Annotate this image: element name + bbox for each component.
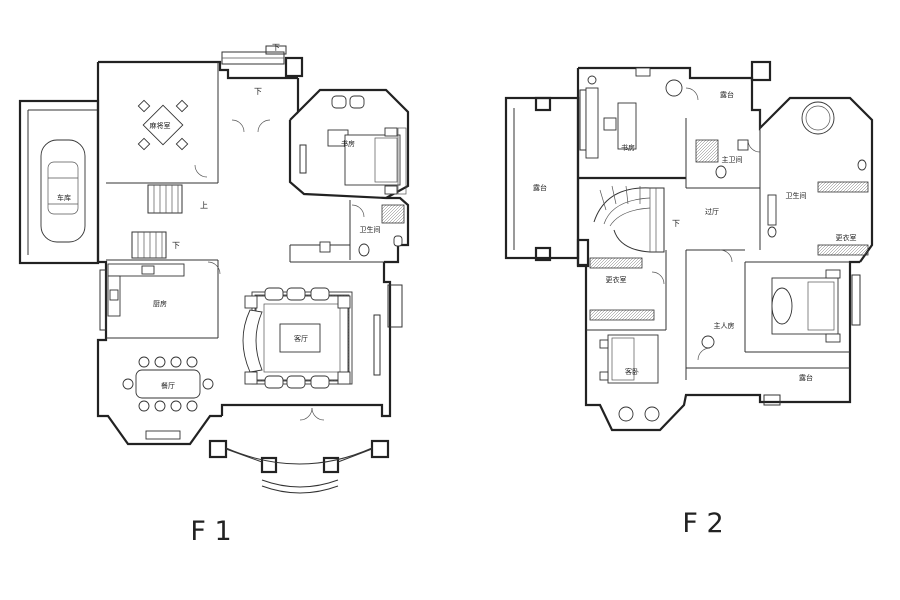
- f2-balcony-bottom-label: 露台: [799, 373, 813, 382]
- front-porch: [208, 439, 390, 494]
- f2-guest-room: 客卧: [599, 334, 660, 422]
- f2-master-bedroom: 主人房: [701, 269, 841, 349]
- f2-bath-label: 卫生间: [786, 191, 807, 200]
- f2-master-bath-label: 主卫间: [722, 155, 743, 164]
- floor-2-walls: [576, 60, 874, 432]
- living-label: 客厅: [294, 334, 308, 343]
- f2-balcony-top-label: 露台: [720, 90, 734, 99]
- car-icon: [40, 139, 86, 243]
- f2-master-bed-label: 主人房: [714, 321, 735, 330]
- f1-bathroom: 卫生间: [319, 204, 405, 257]
- f1-top-down-label-2: 下: [272, 43, 280, 52]
- floor-1-label: F 1: [190, 516, 231, 547]
- kitchen-label: 厨房: [153, 299, 167, 308]
- mahjong-room-label: 麻将室: [150, 121, 171, 130]
- floor-2-plan: 露台: [504, 60, 874, 539]
- f2-bathroom: 卫生间: [767, 101, 867, 238]
- f2-cloak-label: 更衣室: [836, 233, 857, 242]
- f2-terrace: 露台: [504, 96, 580, 262]
- f2-master-bath: 主卫间: [695, 139, 749, 179]
- f2-guest-label: 客卧: [625, 367, 639, 376]
- floor-2-label: F 2: [682, 508, 723, 539]
- floor-1-plan: 车库: [18, 43, 410, 547]
- f1-study-label: 书房: [341, 139, 355, 148]
- garage-label: 车库: [57, 193, 71, 202]
- f2-hall-label: 过厅: [705, 207, 719, 216]
- kitchen: 厨房: [107, 263, 185, 317]
- floor-1-walls: [96, 60, 410, 446]
- f1-top-down-label: 下: [254, 87, 262, 96]
- f1-stair-down-label: 下: [172, 241, 180, 250]
- f2-cloak-left-label: 更衣室: [606, 275, 627, 284]
- f2-cloak-right: 更衣室: [817, 181, 869, 256]
- garage: 车库: [18, 99, 100, 265]
- top-entry: 下 下: [221, 43, 304, 96]
- f2-study: 书房: [585, 67, 683, 159]
- f2-terrace-label: 露台: [533, 183, 547, 192]
- mahjong-table-icon: [137, 99, 189, 151]
- f2-cloak-left: 更衣室: [589, 257, 655, 321]
- f2-study-label: 书房: [621, 143, 635, 152]
- f1-bath-label: 卫生间: [360, 225, 381, 234]
- dining-room: 餐厅: [122, 356, 214, 440]
- f1-stairs: 上 下: [131, 184, 208, 259]
- f1-stair-up-label: 上: [200, 201, 208, 210]
- dining-label: 餐厅: [161, 381, 175, 390]
- f2-stair-down-label: 下: [672, 219, 680, 228]
- mahjong-room: 麻将室: [137, 99, 189, 151]
- living-room: 客厅: [242, 287, 353, 389]
- f1-study: 书房: [327, 95, 407, 195]
- f2-stairs: 下: [593, 185, 680, 253]
